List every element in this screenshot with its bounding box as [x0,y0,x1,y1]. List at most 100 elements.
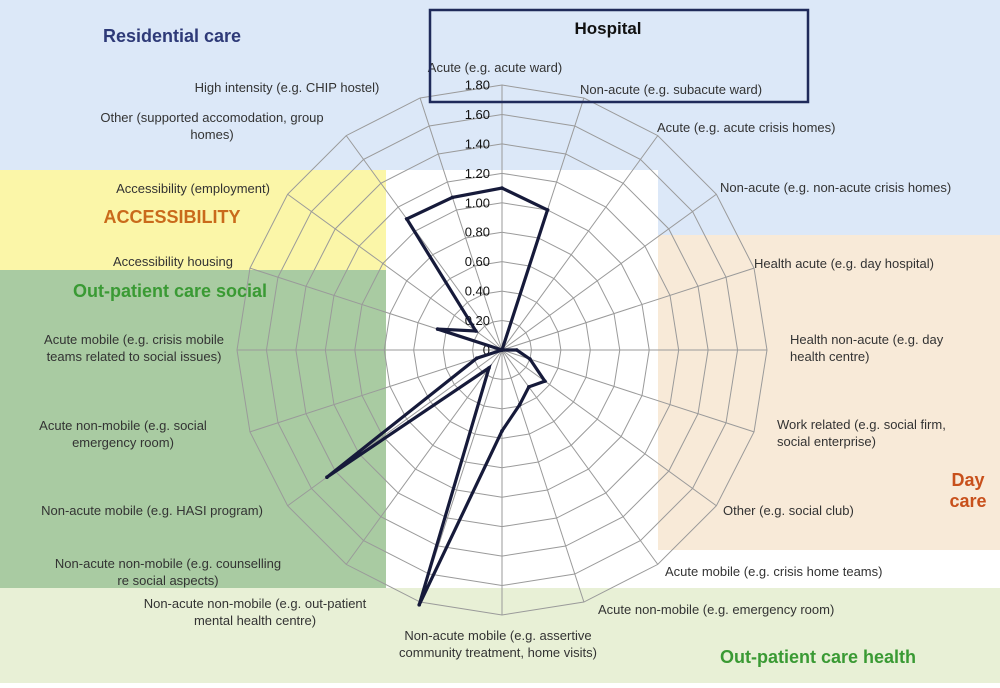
axis-label-line: re social aspects) [117,573,218,588]
grid-spoke [345,349,503,565]
tick-label: 0.60 [465,254,490,269]
axis-label-line: Acute mobile (e.g. crisis mobile [44,332,224,347]
axis-label-line: Acute non-mobile (e.g. emergency room) [598,602,834,617]
data-point [500,429,504,433]
axis-label-line: social enterprise) [777,434,876,449]
grid-spoke [419,97,503,351]
group-title-line: Day [951,470,984,490]
axis-label-line: Health acute (e.g. day hospital) [754,256,934,271]
grid-spoke [501,193,717,351]
zone-out-patient-care-social [0,270,386,588]
data-point [543,379,547,383]
data-point [473,329,478,333]
axis-label-line: Acute (e.g. acute crisis homes) [657,120,835,135]
data-point [435,327,440,331]
group-title: ACCESSIBILITY [103,207,240,227]
axis-label: Acute (e.g. acute ward) [428,60,562,75]
axis-label-line: Acute mobile (e.g. crisis home teams) [665,564,882,579]
axis-label-line: Health non-acute (e.g. day [790,332,944,347]
tick-label: 1.40 [465,136,490,151]
axis-label: Health acute (e.g. day hospital) [754,256,934,271]
axis-label: Health non-acute (e.g. day health centre) [790,332,944,364]
axis-label-line: homes) [190,127,233,142]
axis-label-line: High intensity (e.g. CHIP hostel) [195,80,380,95]
data-point [528,357,532,361]
axis-label: Non-acute mobile (e.g. HASI program) [41,503,263,518]
axis-label: Non-acute (e.g. non-acute crisis homes) [720,180,951,195]
data-point [514,348,519,352]
data-point [474,356,479,360]
axis-label: Other (e.g. social club) [723,503,854,518]
grid-spoke [345,135,503,351]
axis-label: Non-acute (e.g. subacute ward) [580,82,762,97]
group-title: Out-patient care health [720,647,916,667]
zone-out-patient-care-health [0,588,1000,683]
axis-label-line: Non-acute mobile (e.g. assertive [404,628,591,643]
grid-spoke [501,267,755,351]
axis-label: Non-acute non-mobile (e.g. out-patient me… [144,596,367,628]
axis-label: Acute non-mobile (e.g. social emergency r… [39,418,207,450]
axis-label: Accessibility housing [113,254,233,269]
axis-label: Non-acute non-mobile (e.g. counselling re… [55,556,281,588]
tick-label: 1.80 [465,78,490,93]
tick-label: 1.60 [465,107,490,122]
axis-label: Non-acute mobile (e.g. assertive communit… [399,628,597,660]
data-point [487,366,491,370]
axis-label: Other (supported accomodation, group home… [100,110,323,142]
axis-label-line: Other (e.g. social club) [723,503,854,518]
group-title: Out-patient care social [73,281,267,301]
axis-label: Acute non-mobile (e.g. emergency room) [598,602,834,617]
grid-spoke [501,349,755,433]
axis-label-line: Non-acute non-mobile (e.g. out-patient [144,596,367,611]
zone-accessibility [0,170,386,270]
zone-center [386,170,658,588]
zone-day-care [658,235,1000,550]
axis-label-line: Accessibility housing [113,254,233,269]
grid-spoke [501,349,717,507]
group-title: Hospital [574,19,641,38]
hospital-box [428,8,810,104]
axis-label: Accessibility (employment) [116,181,270,196]
axis-label-line: Work related (e.g. social firm, [777,417,946,432]
tick-label: 0.80 [465,225,490,240]
axis-label: Acute (e.g. acute crisis homes) [657,120,835,135]
data-point [417,603,422,607]
data-point [500,186,504,190]
axis-label: Acute mobile (e.g. crisis mobile teams re… [44,332,224,364]
axis-label-line: teams related to social issues) [47,349,222,364]
axis-label: High intensity (e.g. CHIP hostel) [195,80,380,95]
axis-label-line: Accessibility (employment) [116,181,270,196]
data-point [527,385,531,389]
data-point [500,348,504,352]
data-point [450,195,455,200]
axis-label-line: community treatment, home visits) [399,645,597,660]
grid-spoke [501,349,585,603]
tick-label: 1.00 [465,195,490,210]
axis-label: Work related (e.g. social firm, social en… [777,417,946,449]
data-point [517,402,522,407]
axis-label-line: Acute non-mobile (e.g. social [39,418,207,433]
axis-label-line: Other (supported accomodation, group [100,110,323,125]
axis-label-line: Non-acute (e.g. non-acute crisis homes) [720,180,951,195]
group-title-line: care [949,491,986,511]
tick-label: 1.20 [465,166,490,181]
grid-spoke [249,349,503,433]
axis-label-line: health centre) [790,349,870,364]
axis-label-line: mental health centre) [194,613,316,628]
tick-label: 0 [483,343,490,358]
axis-label-line: Non-acute non-mobile (e.g. counselling [55,556,281,571]
data-point [325,475,329,480]
axis-label-line: Acute (e.g. acute ward) [428,60,562,75]
axis-label-line: emergency room) [72,435,174,450]
axis-label-line: Non-acute (e.g. subacute ward) [580,82,762,97]
grid-spoke [287,349,503,507]
group-title: Residential care [103,26,241,46]
grid-spoke [501,135,659,351]
axis-label: Acute mobile (e.g. crisis home teams) [665,564,882,579]
tick-label: 0.40 [465,284,490,299]
grid-spoke [287,193,503,351]
data-point [545,208,550,212]
